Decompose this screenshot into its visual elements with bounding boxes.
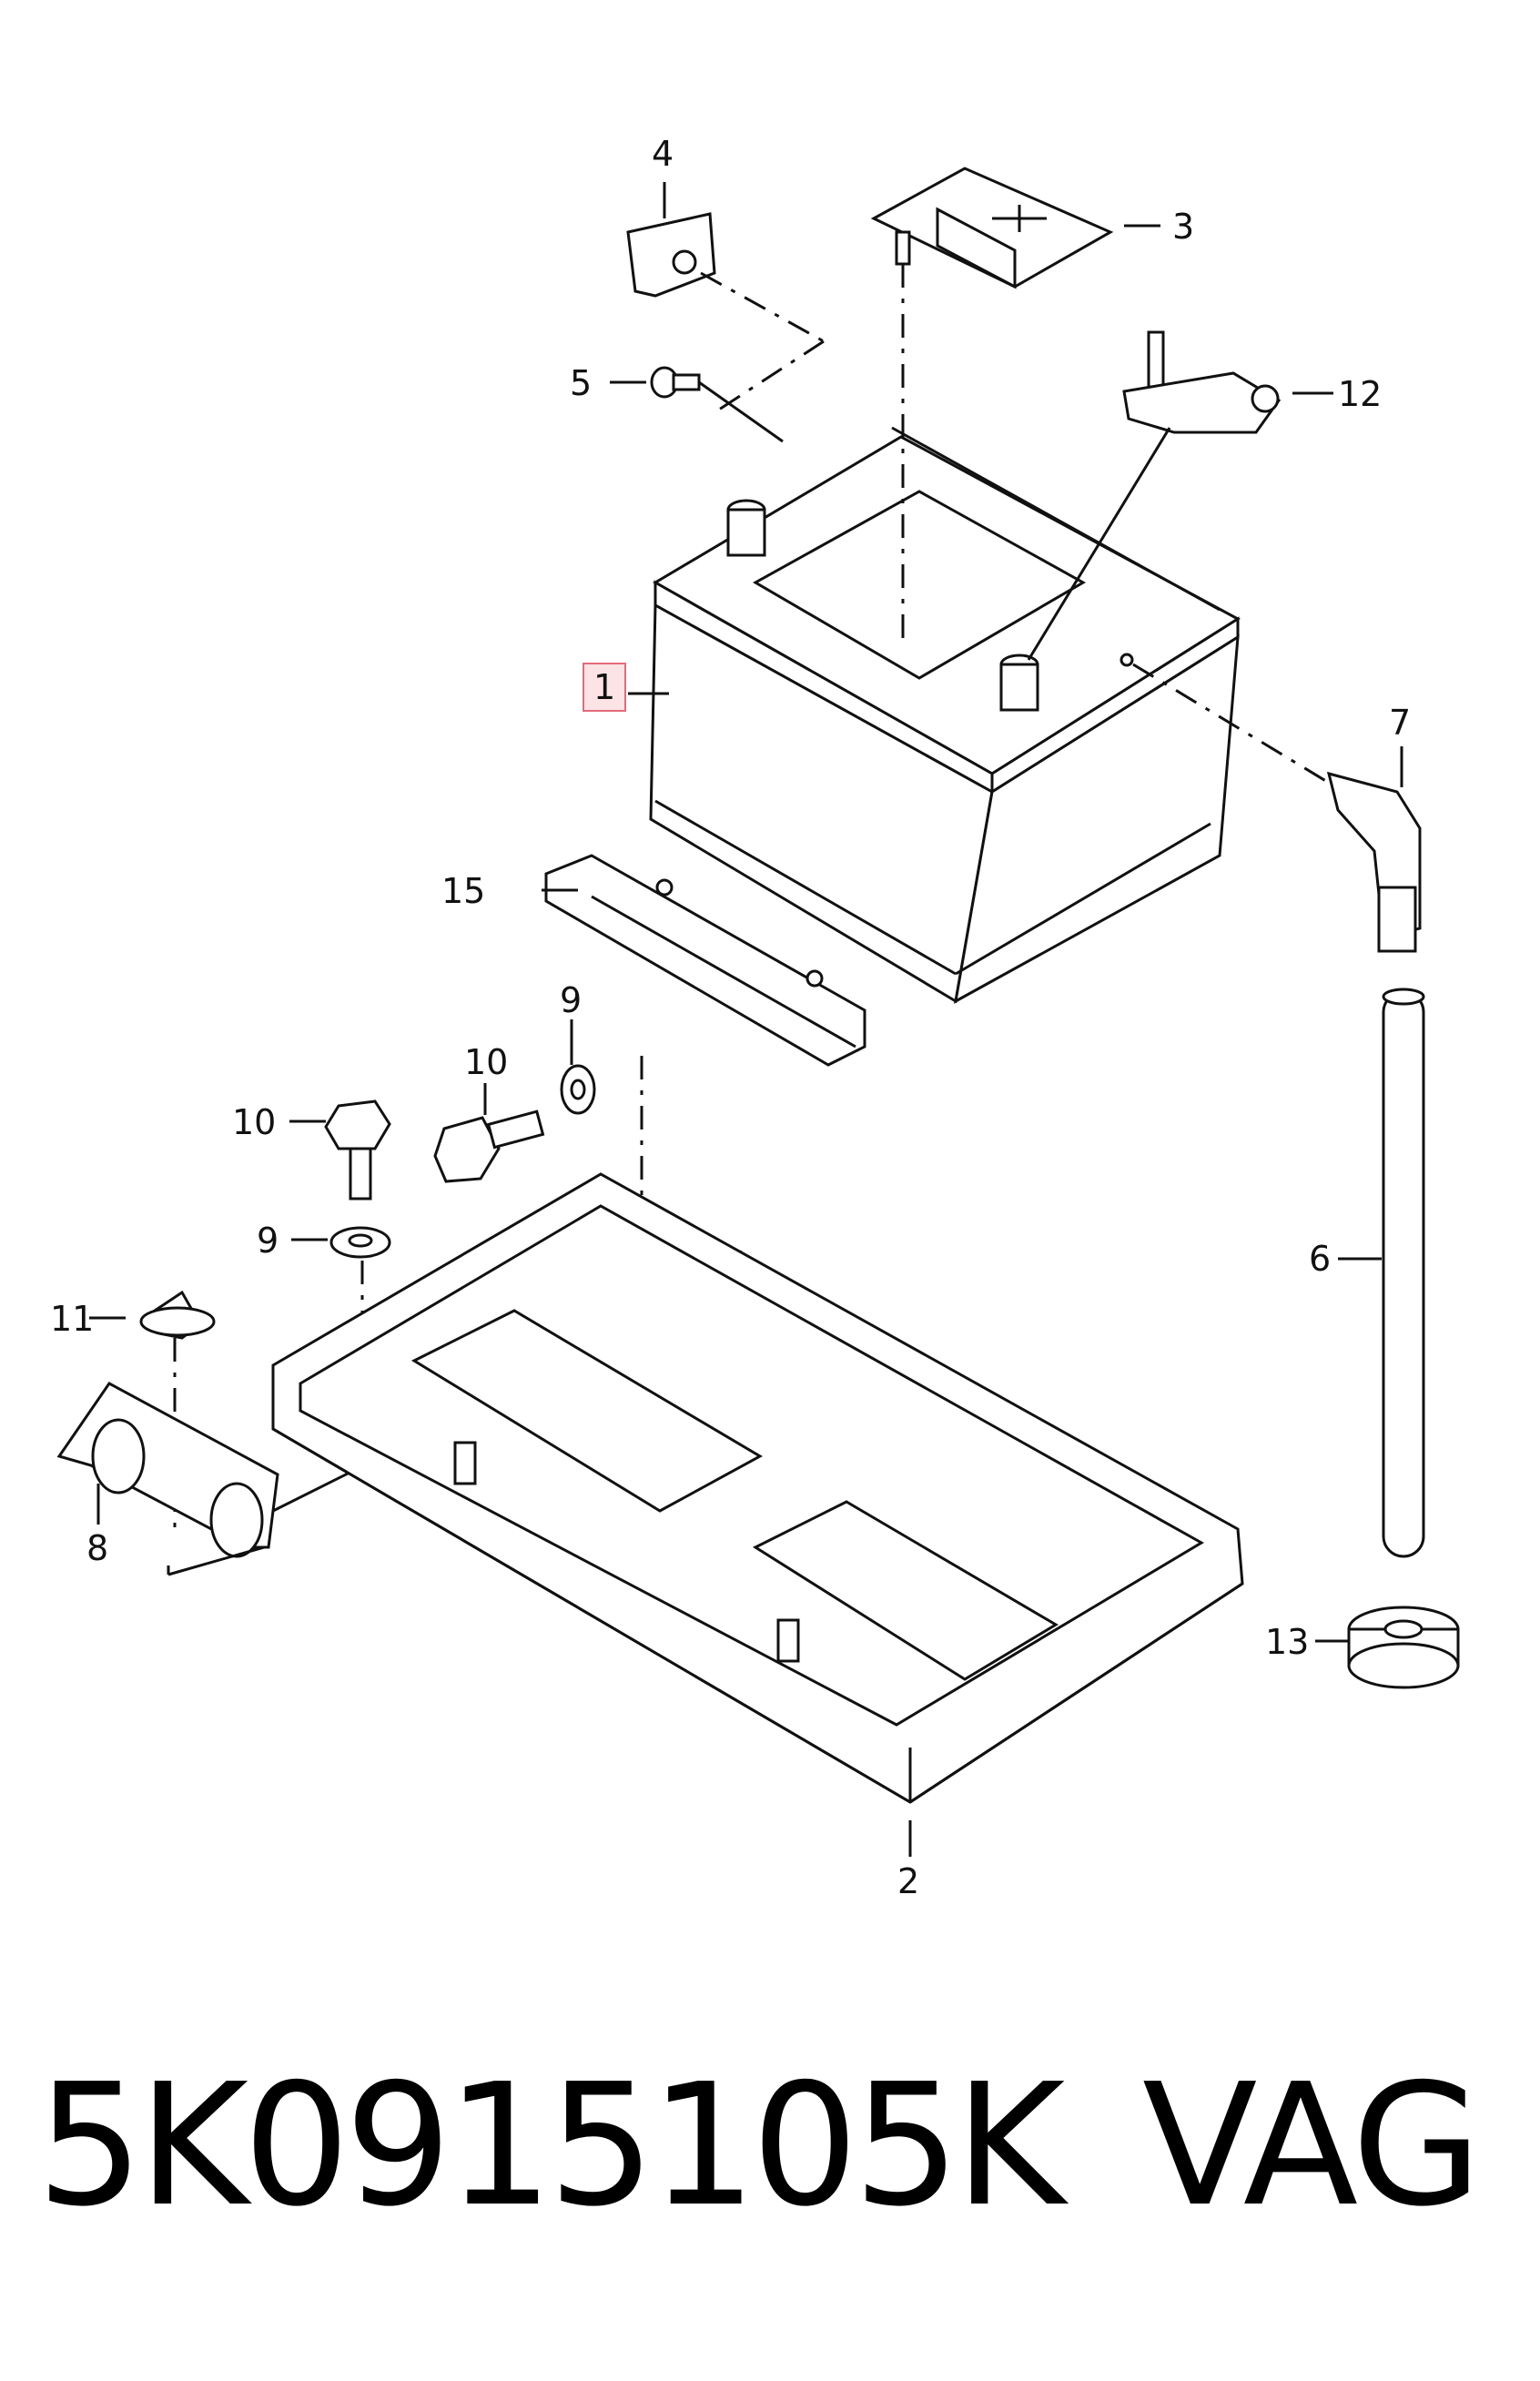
callout-9-top[interactable]: 9 xyxy=(560,980,583,1020)
callout-6[interactable]: 6 xyxy=(1309,1239,1332,1279)
clamp-drawing xyxy=(626,212,825,443)
callout-13[interactable]: 13 xyxy=(1265,1622,1310,1662)
callout-10-center[interactable]: 10 xyxy=(464,1042,509,1082)
fasteners-drawing xyxy=(139,1056,743,1529)
terminal-clamp-drawing xyxy=(1027,330,1282,661)
battery-tray-drawing xyxy=(271,1172,1244,1804)
callout-15[interactable]: 15 xyxy=(441,871,486,911)
callout-9-left[interactable]: 9 xyxy=(257,1221,279,1261)
parts-diagram xyxy=(56,167,1460,1857)
callout-11[interactable]: 11 xyxy=(50,1299,95,1339)
callout-5[interactable]: 5 xyxy=(570,363,593,403)
battery-drawing xyxy=(649,426,1241,1004)
callout-4[interactable]: 4 xyxy=(652,134,674,174)
callout-2[interactable]: 2 xyxy=(897,1861,920,1901)
hold-down-strip-drawing xyxy=(544,854,866,1067)
vent-elbow-drawing xyxy=(1132,663,1422,953)
callout-1[interactable]: 1 xyxy=(583,663,627,712)
terminal-cover-drawing xyxy=(870,167,1114,642)
callout-10-left[interactable]: 10 xyxy=(232,1102,277,1142)
callout-3[interactable]: 3 xyxy=(1172,207,1195,247)
vent-tube-drawing xyxy=(1347,988,1460,1689)
leader-lines xyxy=(89,182,1403,1857)
brand-name: VAG xyxy=(1142,2047,1482,2244)
callout-12[interactable]: 12 xyxy=(1338,374,1383,414)
callout-7[interactable]: 7 xyxy=(1389,703,1412,743)
callout-8[interactable]: 8 xyxy=(86,1528,109,1568)
part-number: 5K0915105K xyxy=(36,2047,1065,2244)
